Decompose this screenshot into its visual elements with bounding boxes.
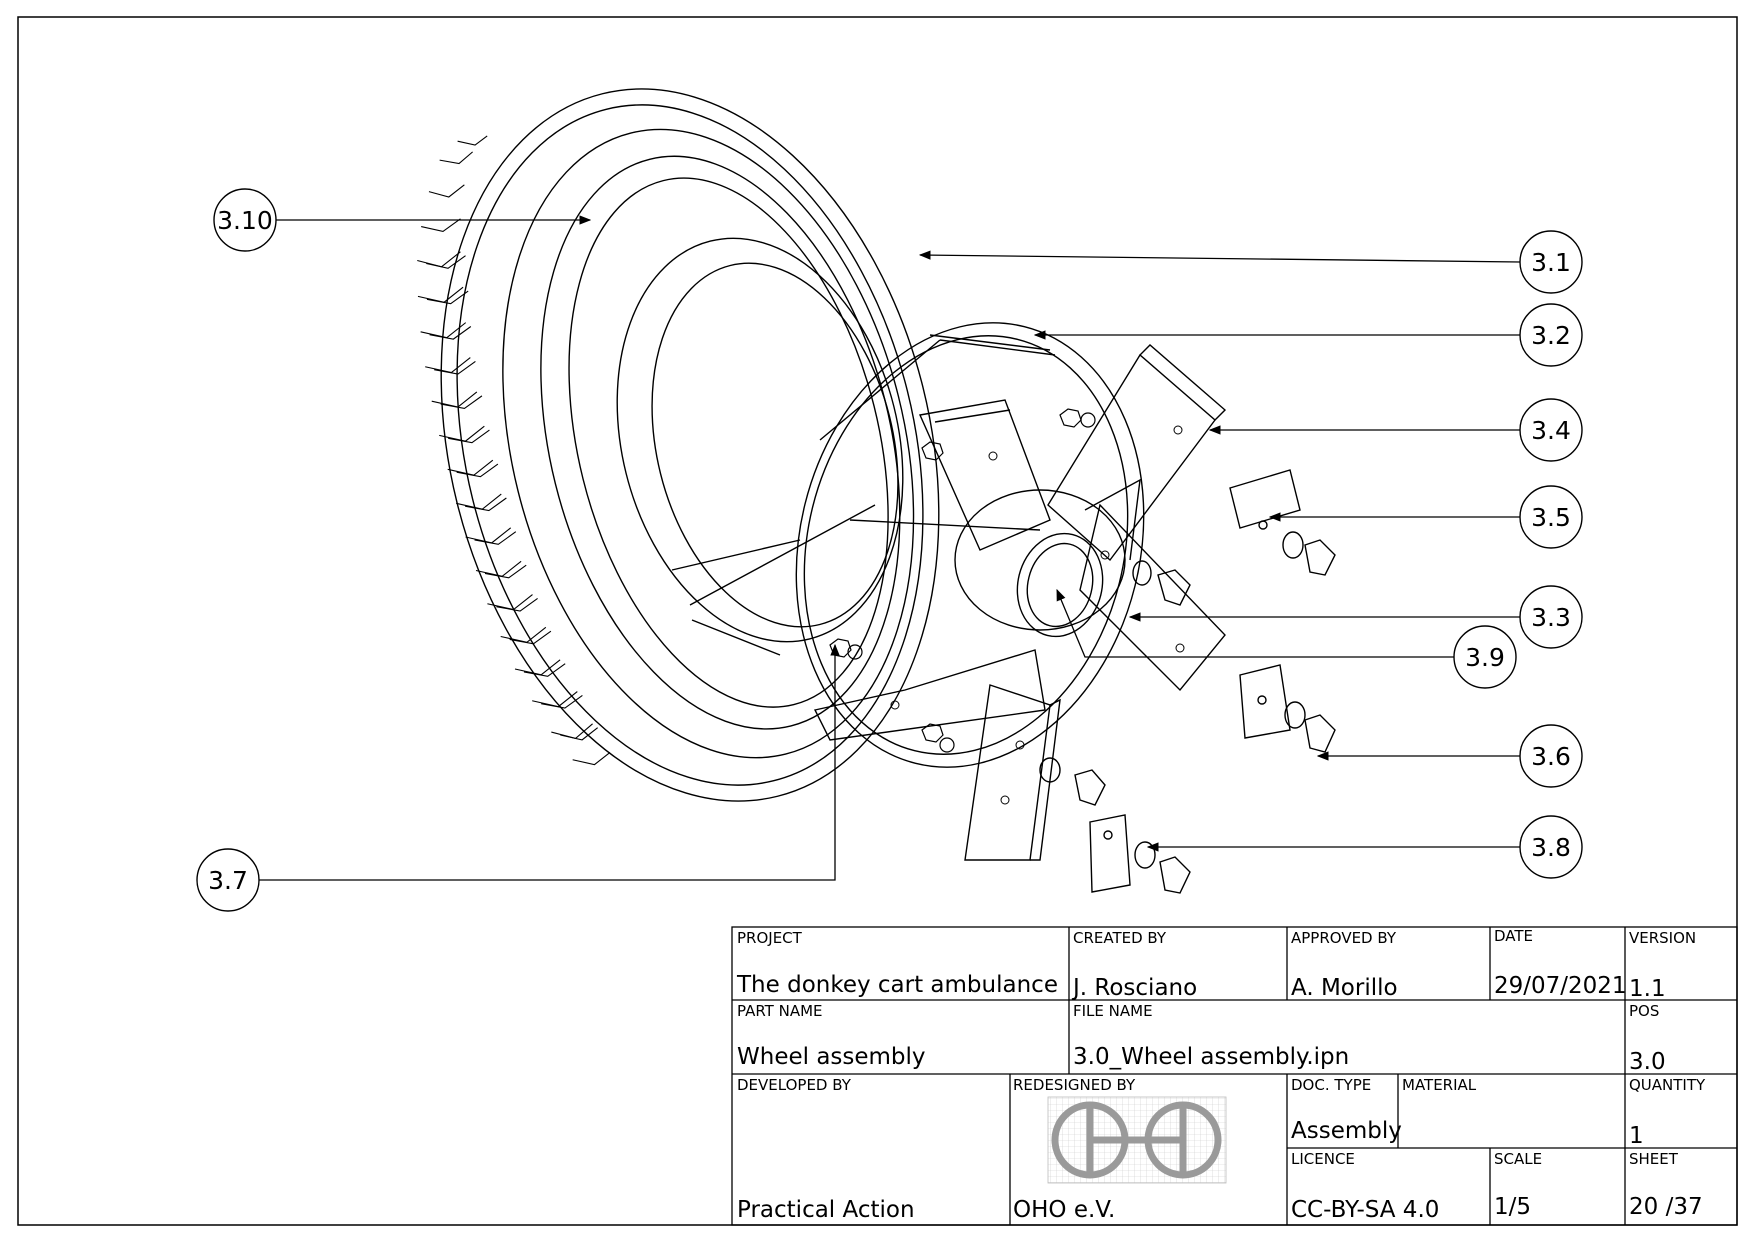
part-name-value: Wheel assembly [737,1044,926,1070]
quantity-caption: QUANTITY [1629,1076,1706,1094]
developed-by-caption: DEVELOPED BY [737,1076,851,1094]
callout-3-5: 3.5 [1519,485,1583,549]
doc-type-value: Assembly [1291,1118,1402,1144]
wheel-assembly-drawing [417,88,1336,894]
version-caption: VERSION [1629,929,1697,947]
material-caption: MATERIAL [1402,1076,1477,1094]
created-by-value: J. Rosciano [1073,975,1198,1001]
quantity-value: 1 [1629,1123,1644,1149]
file-name-value: 3.0_Wheel assembly.ipn [1073,1044,1350,1070]
tire-tread [417,135,611,766]
version-value: 1.1 [1629,976,1666,1002]
approved-by-value: A. Morillo [1291,975,1398,1001]
leader-3-7 [258,643,840,881]
callout-3-7: 3.7 [196,848,260,912]
created-by-caption: CREATED BY [1073,929,1167,947]
tire [440,88,940,802]
date-caption: DATE [1494,927,1534,945]
project-caption: PROJECT [737,929,802,947]
callout-bubbles: 3.10 3.1 3.2 3.4 3.5 3.3 3.9 3.6 3.8 3.7 [196,188,1583,912]
pos-caption: POS [1629,1002,1660,1020]
redesigned-by-value: OHO e.V. [1013,1197,1116,1223]
doc-type-caption: DOC. TYPE [1291,1076,1372,1094]
leader-3-9 [1056,588,1457,658]
callout-3-6: 3.6 [1519,724,1583,788]
bolt-holes [890,425,1185,805]
callout-3-4-label: 3.4 [1531,416,1571,445]
date-value: 29/07/2021 [1494,973,1627,999]
callout-3-2: 3.2 [1519,303,1583,367]
approved-by-caption: APPROVED BY [1291,929,1397,947]
callout-3-9: 3.9 [1453,625,1517,689]
part-3-5-plate [1229,469,1336,576]
callout-3-1: 3.1 [1519,230,1583,294]
flange-ring [795,322,1145,768]
sheet-caption: SHEET [1629,1150,1678,1168]
callout-3-5-label: 3.5 [1531,503,1571,532]
callout-3-7-label: 3.7 [208,866,248,895]
callout-3-3: 3.3 [1519,585,1583,649]
leader-3-1 [918,250,1521,263]
callout-3-10: 3.10 [213,188,277,252]
hub [954,489,1126,638]
sheet-value: 20 /37 [1629,1194,1703,1220]
callout-3-3-label: 3.3 [1531,603,1571,632]
spoke-brackets [813,344,1227,861]
licence-caption: LICENCE [1291,1150,1355,1168]
part-bolt-middle [1132,560,1191,606]
file-name-caption: FILE NAME [1073,1002,1153,1020]
title-block-grid [731,926,1738,1226]
pos-value: 3.0 [1629,1049,1666,1075]
licence-value: CC-BY-SA 4.0 [1291,1197,1440,1223]
callout-3-4: 3.4 [1519,398,1583,462]
callout-3-1-label: 3.1 [1531,248,1571,277]
callout-3-10-label: 3.10 [217,206,273,235]
rim [616,237,1051,656]
scale-caption: SCALE [1494,1150,1543,1168]
callout-3-2-label: 3.2 [1531,321,1571,350]
scale-value: 1/5 [1494,1194,1532,1220]
redesigned-by-caption: REDESIGNED BY [1013,1076,1136,1094]
part-3-8-plate [1089,814,1191,894]
part-name-caption: PART NAME [737,1002,823,1020]
callout-3-8-label: 3.8 [1531,833,1571,862]
leader-lines [258,215,1521,881]
nuts [829,408,1096,753]
part-bolt-lower [1039,757,1106,806]
part-3-6-plate [1239,664,1336,753]
developed-by-value: Practical Action [737,1197,915,1223]
project-value: The donkey cart ambulance [737,972,1058,998]
callout-3-9-label: 3.9 [1465,643,1505,672]
callout-3-6-label: 3.6 [1531,742,1571,771]
oho-logo [1047,1096,1227,1184]
callout-3-8: 3.8 [1519,815,1583,879]
